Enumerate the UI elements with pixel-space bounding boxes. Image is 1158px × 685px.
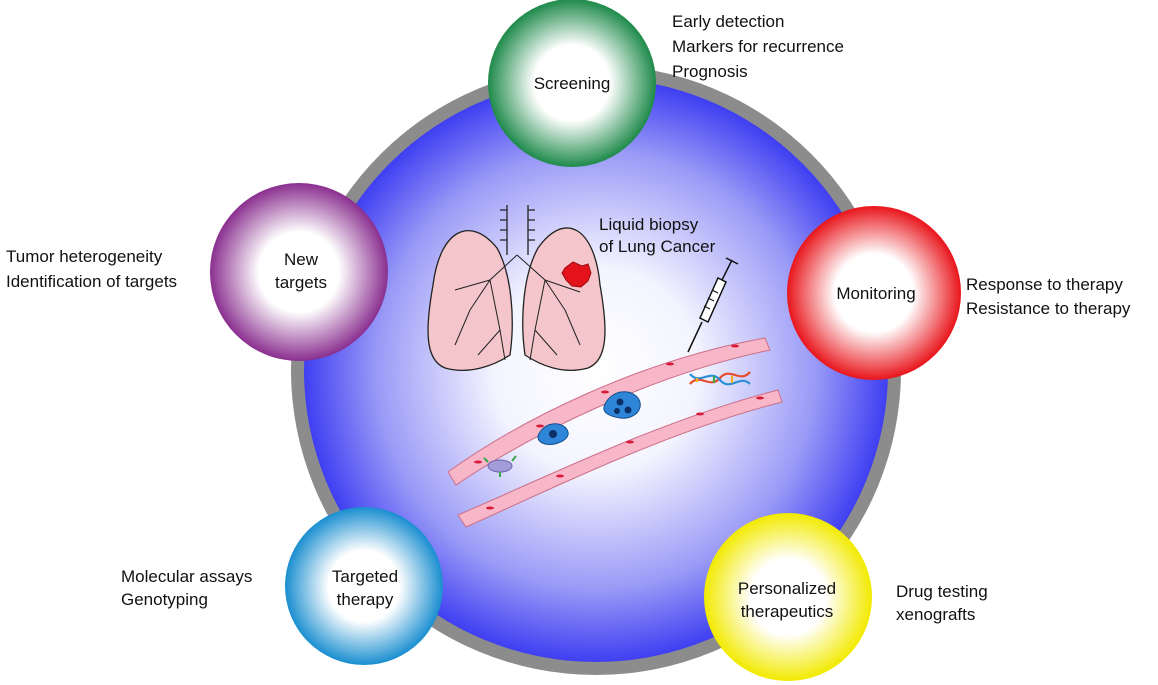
screening-notes: Early detection Markers for recurrence P… [672,12,844,81]
node-new-targets: New targets [210,183,388,361]
node-monitoring: Monitoring [787,206,961,380]
targeted-notes: Molecular assays Genotyping [121,567,252,609]
center-title-line2: of Lung Cancer [599,237,716,256]
cluster-cell-icon [603,391,641,419]
monitoring-note: Response to therapy [966,275,1123,294]
targeted-note: Molecular assays [121,567,252,586]
exosome-cell-icon [487,459,513,473]
monitoring-label: Monitoring [836,284,915,303]
personalized-label-line2: therapeutics [741,602,834,621]
dna-icon [689,371,751,386]
new-targets-label-line2: targets [275,273,327,292]
blood-vessel-illustration [447,337,783,528]
new-targets-note: Identification of targets [6,272,177,291]
personalized-note: xenografts [896,605,975,624]
screening-circle [488,0,656,167]
personalized-circle [704,513,872,681]
new-targets-circle [210,183,388,361]
personalized-notes: Drug testing xenografts [896,582,988,624]
syringe-icon [687,257,739,353]
targeted-note: Genotyping [121,590,208,609]
new-targets-label-line1: New [284,250,319,269]
personalized-label-line1: Personalized [738,579,836,598]
targeted-circle [285,507,443,665]
node-personalized: Personalized therapeutics [704,513,872,681]
center-glow [304,78,888,662]
center-title-line1: Liquid biopsy [599,215,699,234]
new-targets-notes: Tumor heterogeneity Identification of ta… [6,247,177,291]
targeted-label-line2: therapy [337,590,394,609]
screening-note: Markers for recurrence [672,37,844,56]
screening-note: Prognosis [672,62,748,81]
lungs-illustration [427,205,606,371]
screening-note: Early detection [672,12,784,31]
personalized-note: Drug testing [896,582,988,601]
screening-label: Screening [534,74,611,93]
node-targeted: Targeted therapy [285,507,443,665]
monitoring-note: Resistance to therapy [966,299,1131,318]
monitoring-notes: Response to therapy Resistance to therap… [966,275,1131,318]
tumor-icon [561,261,592,288]
targeted-label-line1: Targeted [332,567,398,586]
monitoring-circle [787,206,961,380]
node-screening: Screening [488,0,656,167]
new-targets-note: Tumor heterogeneity [6,247,163,266]
